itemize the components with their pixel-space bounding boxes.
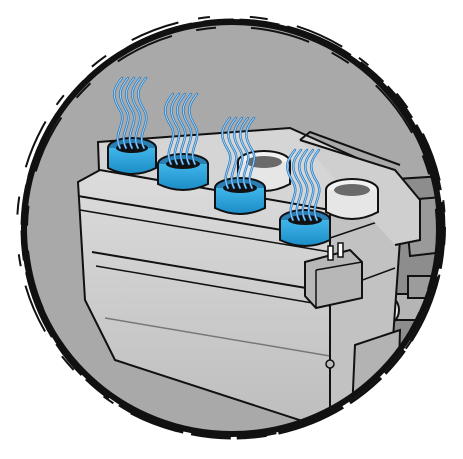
blue-filter-cap-icon (280, 210, 330, 246)
blue-filter-cap-icon (215, 178, 265, 214)
blue-filter-cap-icon (158, 154, 208, 190)
white-cap-icon (326, 179, 378, 219)
blue-filter-cap-icon (108, 138, 156, 174)
